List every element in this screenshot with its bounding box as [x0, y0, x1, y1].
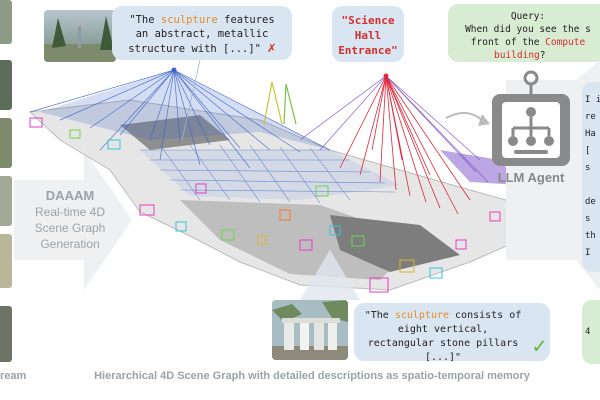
bottom-quote-connector — [300, 250, 360, 300]
stream-thumbnail — [0, 118, 12, 168]
check-mark-icon: ✓ — [532, 334, 546, 359]
quote-text: features an abstract, metallic structure… — [128, 14, 275, 55]
figure-caption: Hierarchical 4D Scene Graph with detaile… — [94, 370, 530, 382]
region-grid — [140, 144, 396, 204]
answer-fragment: s — [585, 163, 591, 173]
highlight-word: sculpture — [394, 310, 450, 321]
query-highlight: Compute — [545, 37, 586, 48]
sculpture-description-correct: "The sculpture consists of eight vertica… — [354, 303, 550, 363]
stream-thumbnail — [0, 306, 12, 362]
highlight-word: sculpture — [160, 14, 218, 26]
sculpture-description-incorrect: "The sculpture features an abstract, met… — [112, 6, 292, 60]
answer-fragment: re — [585, 112, 596, 122]
pipeline-line: Scene Graph — [34, 221, 106, 235]
object-bounding-boxes — [29, 117, 501, 293]
answer-bubble-green: 4 — [582, 300, 600, 364]
region-node-blue — [171, 67, 177, 73]
stream-thumbnail — [0, 176, 12, 226]
label-line: Hall — [354, 29, 382, 42]
answer-fragment: th — [585, 231, 596, 241]
small-region-node — [263, 81, 297, 125]
query-highlight: building — [494, 50, 540, 61]
label-line: "Science — [341, 14, 395, 27]
arrowhead-icon — [478, 114, 490, 126]
quote-text: "The — [129, 14, 161, 26]
answer-fragment: de — [585, 197, 596, 207]
pipeline-line: Generation — [40, 237, 100, 251]
stream-thumbnail — [0, 60, 12, 110]
query-arrow — [445, 112, 483, 121]
answer-bubble: I i re Ha [ s de s th I — [582, 82, 600, 272]
pipeline-arrow — [14, 150, 132, 290]
answer-fragment: Ha — [585, 129, 596, 139]
pipeline-title: DAAAM — [45, 188, 95, 203]
query-line: ? — [539, 50, 546, 61]
answer-fragment: [ — [585, 146, 591, 156]
answer-fragment: 4 — [585, 327, 591, 337]
quote-connector — [181, 59, 201, 141]
answer-fragment: I i — [585, 95, 600, 105]
llm-agent-icon — [492, 70, 570, 166]
quote-text: consists of eight vertical, rectangular … — [367, 310, 522, 363]
answer-fragment: I — [585, 248, 591, 258]
answer-fragment: s — [585, 214, 591, 224]
sculpture-photo-bottom — [272, 300, 348, 360]
query-line: When did you see the s — [465, 24, 591, 35]
input-stream-strip — [0, 0, 12, 400]
pipeline-label: DAAAM Real-time 4D Scene Graph Generatio… — [22, 188, 118, 252]
query-line: front of the — [470, 37, 546, 48]
agent-label: LLM Agent — [497, 170, 565, 185]
label-line: Entrance" — [338, 44, 398, 57]
cross-mark-icon: ✗ — [267, 40, 276, 56]
stream-caption: ream — [0, 370, 27, 382]
science-hall-label: "Science Hall Entrance" — [332, 6, 404, 62]
pipeline-line: Real-time 4D — [34, 205, 106, 219]
hierarchy-edges-red — [339, 75, 471, 215]
sculpture-photo-top — [44, 10, 116, 62]
quote-text: "The — [364, 310, 395, 321]
region-node-red — [383, 73, 389, 79]
stream-thumbnail — [0, 234, 12, 288]
query-bubble: Query: When did you see the s front of t… — [448, 4, 600, 62]
query-title: Query: — [510, 11, 546, 22]
stream-thumbnail — [0, 0, 12, 44]
